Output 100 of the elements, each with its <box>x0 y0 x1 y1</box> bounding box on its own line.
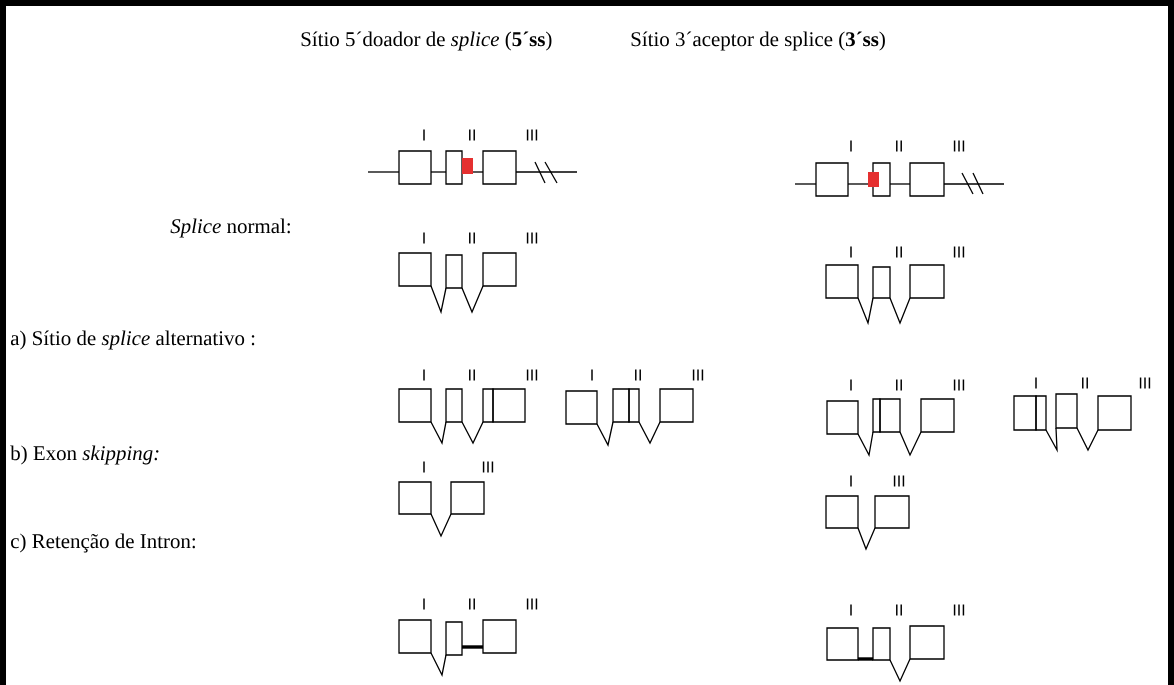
exon-box <box>398 252 432 287</box>
exon-number: II <box>896 604 902 616</box>
exon-number: III <box>526 369 538 381</box>
exon-box <box>612 388 630 423</box>
splice-line <box>430 513 452 538</box>
exon-box <box>874 495 910 529</box>
exon-box <box>879 398 901 433</box>
exon-number: I <box>423 598 425 610</box>
intron-line <box>794 183 817 185</box>
splice-line <box>857 527 876 551</box>
row-label: a) Sítio de splice alternativo : <box>10 330 255 350</box>
exon-number: II <box>1082 377 1088 389</box>
splice-line <box>899 431 922 457</box>
exon-box <box>1097 395 1132 431</box>
exon-number: II <box>469 598 475 610</box>
exon-number: I <box>850 379 852 391</box>
exon-number: I <box>1035 377 1037 389</box>
exon-box <box>445 621 463 656</box>
heading: Sítio 5´doador de splice (5´ss) <box>301 31 552 51</box>
splice-line <box>857 431 874 457</box>
exon-number: I <box>423 129 425 141</box>
mutation-mark <box>462 158 473 174</box>
exon-number: III <box>1139 377 1151 389</box>
exon-box <box>659 388 694 423</box>
exon-number: I <box>850 246 852 258</box>
splice-line <box>430 285 447 315</box>
row-label: Splice normal: <box>170 218 290 238</box>
exon-box <box>826 400 859 435</box>
intron-line <box>889 183 911 185</box>
exon-box <box>482 150 517 185</box>
intron-line <box>847 183 869 185</box>
exon-box <box>1013 395 1037 431</box>
exon-number: III <box>526 129 538 141</box>
splice-line <box>430 652 447 677</box>
exon-box <box>1035 395 1047 431</box>
heading: Sítio 3´aceptor de splice (3´ss) <box>631 31 885 51</box>
exon-box <box>398 150 432 185</box>
exon-number: II <box>469 232 475 244</box>
exon-number: I <box>850 604 852 616</box>
exon-box <box>815 162 849 197</box>
exon-number: II <box>469 369 475 381</box>
splice-line <box>596 421 614 447</box>
exon-number: II <box>896 379 902 391</box>
exon-box <box>909 264 945 299</box>
intron-line <box>472 171 484 173</box>
exon-box <box>492 388 526 423</box>
exon-number: III <box>953 140 965 152</box>
intron-line <box>858 657 873 661</box>
exon-box <box>565 390 598 425</box>
exon-box <box>872 627 891 661</box>
exon-number: III <box>482 461 494 473</box>
row-label: b) Exon skipping: <box>10 445 159 465</box>
mutation-mark <box>868 172 879 187</box>
intron-line <box>367 171 400 173</box>
exon-box <box>1055 393 1078 429</box>
exon-number: III <box>692 369 704 381</box>
exon-box <box>826 627 859 661</box>
exon-number: I <box>850 475 852 487</box>
intron-line <box>943 183 1005 185</box>
exon-box <box>825 495 859 529</box>
intron-line <box>515 171 578 173</box>
exon-box <box>872 266 891 299</box>
exon-box <box>628 388 640 423</box>
exon-box <box>825 264 859 299</box>
exon-number: I <box>850 140 852 152</box>
exon-box <box>445 388 463 423</box>
exon-number: III <box>526 598 538 610</box>
exon-number: III <box>953 246 965 258</box>
exon-number: I <box>423 232 425 244</box>
exon-box <box>482 252 517 287</box>
exon-box <box>398 619 432 654</box>
splice-line <box>461 285 484 314</box>
exon-number: III <box>893 475 905 487</box>
exon-number: I <box>423 369 425 381</box>
splice-line <box>889 658 911 683</box>
splice-line <box>1045 427 1058 453</box>
exon-box <box>398 388 432 423</box>
intron-line <box>462 645 483 649</box>
exon-box <box>909 625 945 660</box>
exon-number: II <box>896 140 902 152</box>
splice-line <box>1076 427 1099 452</box>
splice-line <box>857 297 874 326</box>
exon-box <box>872 162 891 197</box>
exon-number: III <box>953 379 965 391</box>
exon-box <box>482 619 517 654</box>
exon-box <box>482 388 494 423</box>
exon-box <box>445 150 463 185</box>
exon-number: III <box>526 232 538 244</box>
exon-number: II <box>896 246 902 258</box>
exon-box <box>398 481 432 515</box>
exon-box <box>450 481 485 515</box>
exon-box <box>920 398 955 433</box>
exon-number: II <box>635 369 641 381</box>
row-label: c) Retenção de Intron: <box>11 533 195 553</box>
exon-number: III <box>953 604 965 616</box>
intron-line <box>430 171 447 173</box>
splice-line <box>430 421 447 445</box>
exon-box <box>872 398 881 433</box>
exon-number: II <box>469 129 475 141</box>
exon-box <box>909 162 945 197</box>
